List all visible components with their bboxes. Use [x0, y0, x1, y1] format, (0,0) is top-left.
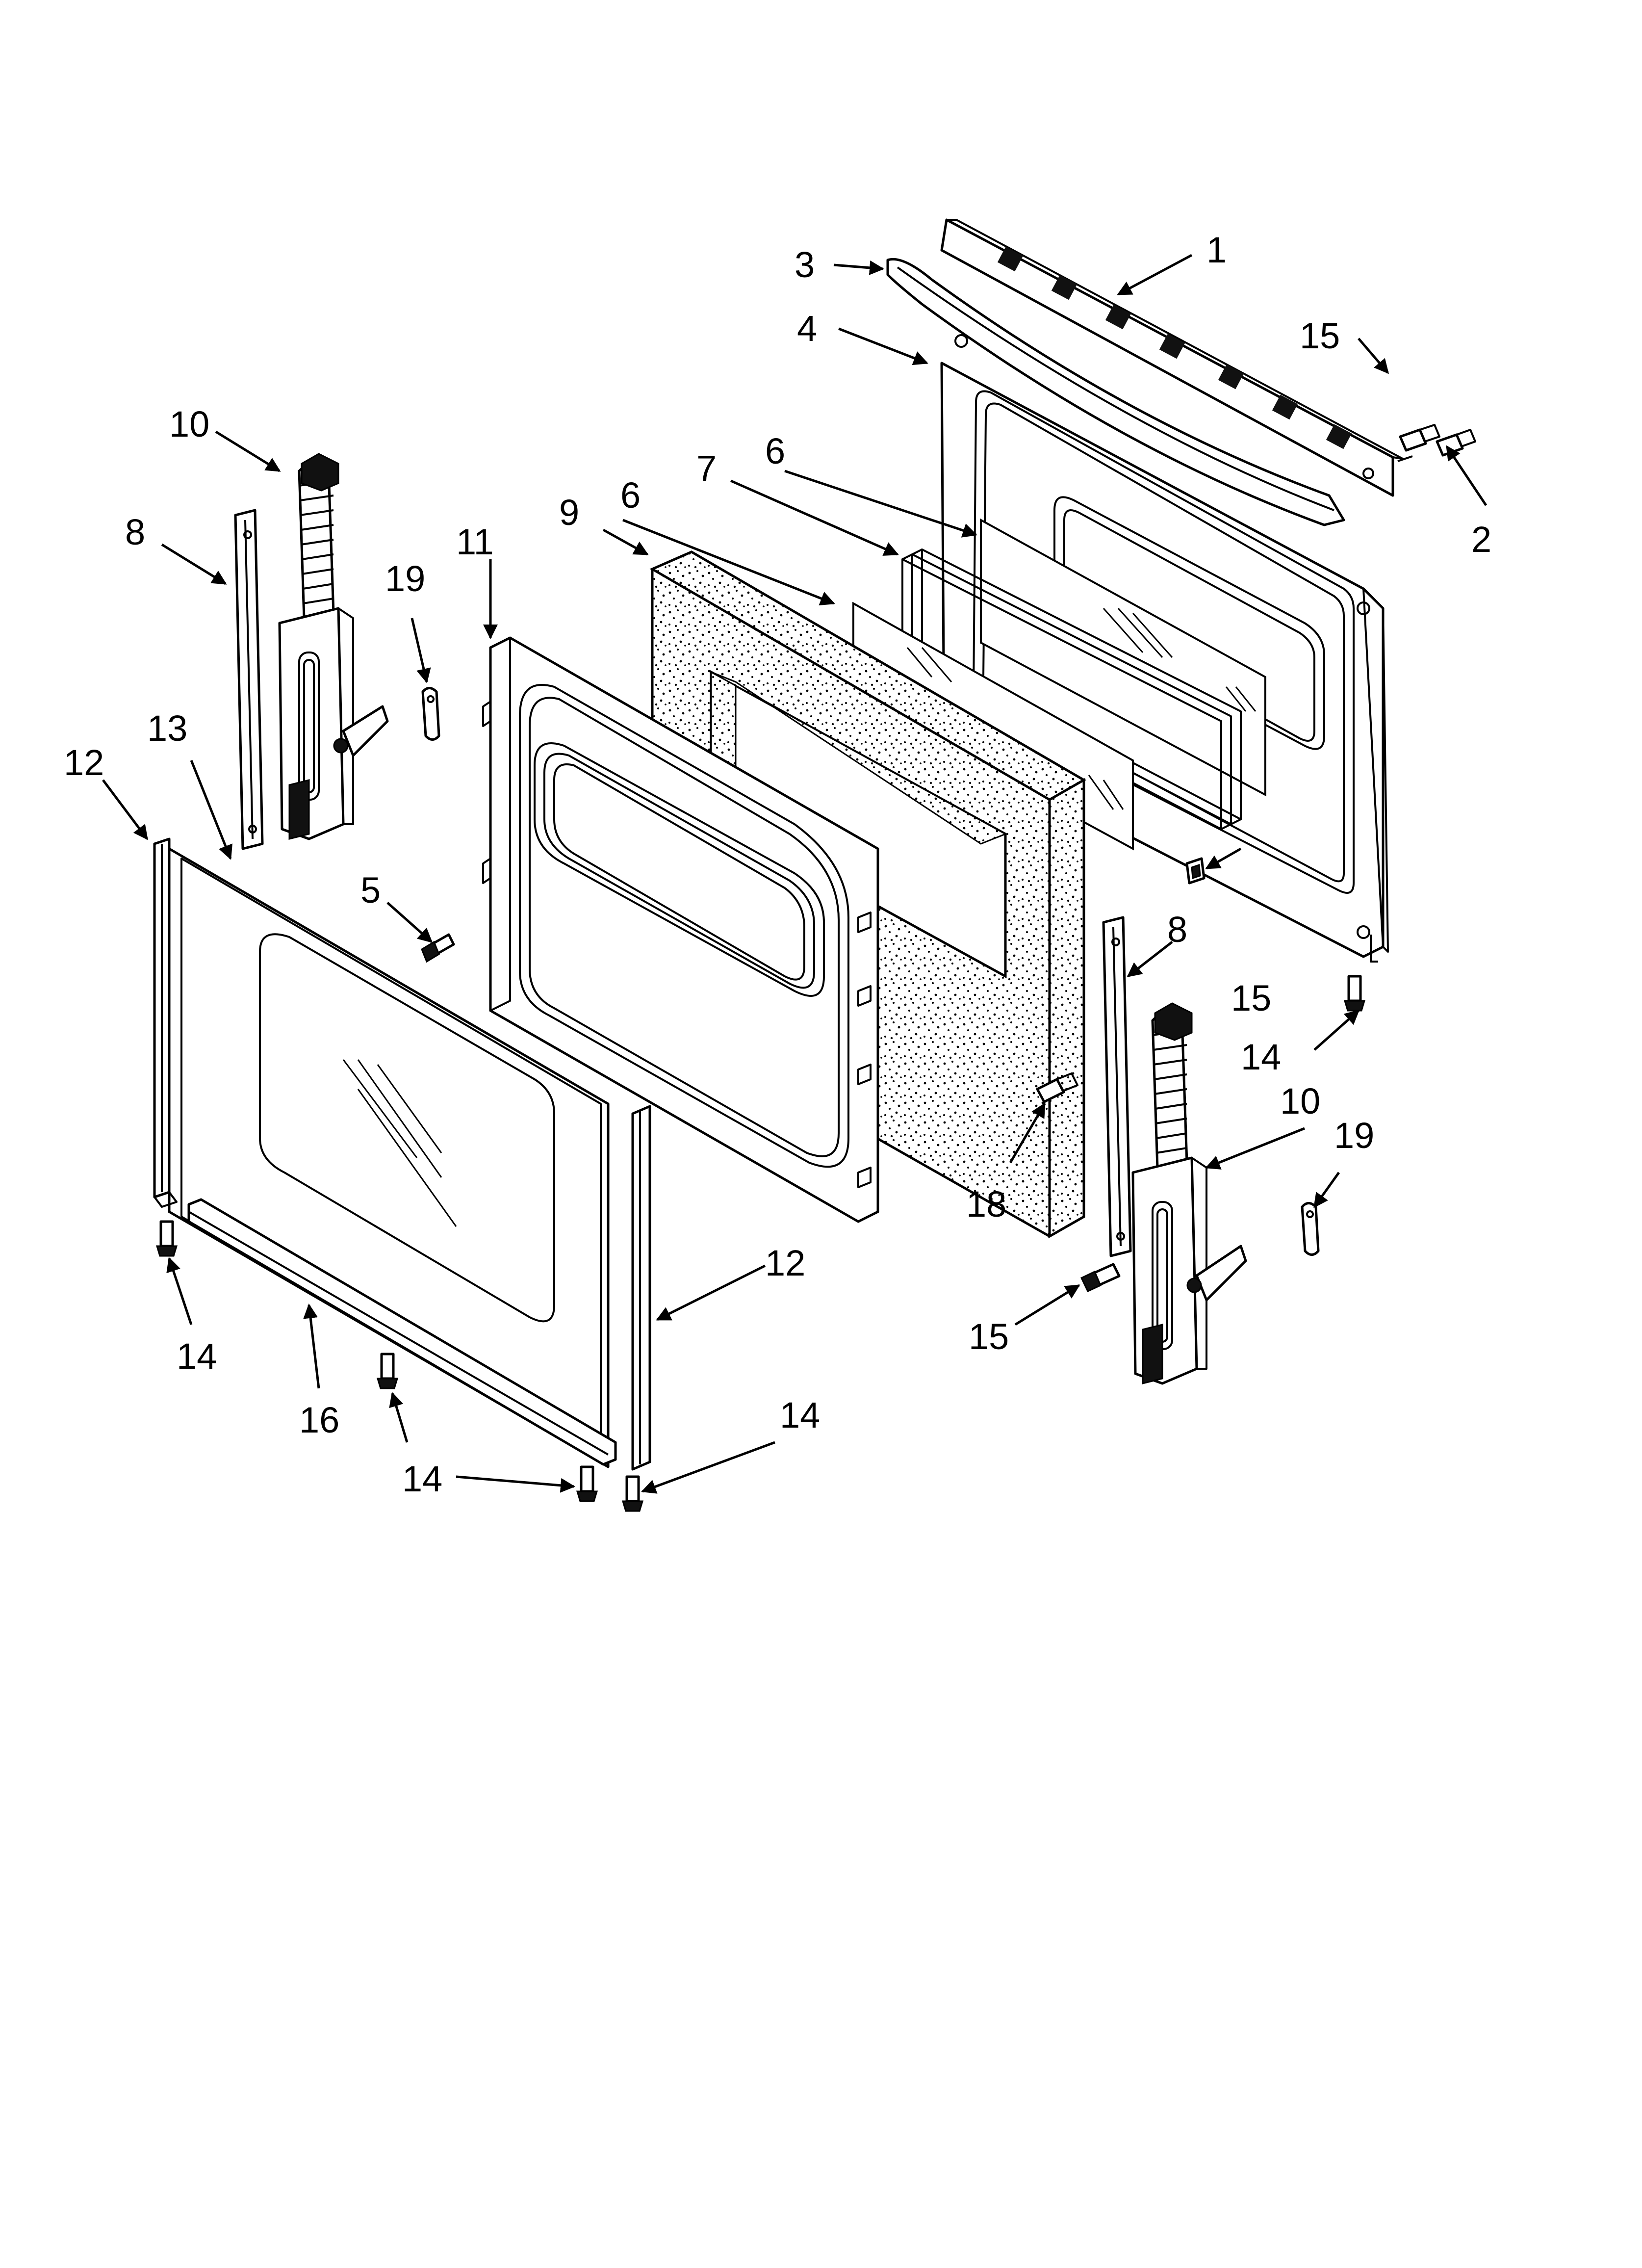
callout-15-low: 15	[969, 1316, 1009, 1357]
callout-12-right: 12	[765, 1243, 805, 1283]
callout-5: 5	[360, 870, 381, 911]
callout-6-rear: 6	[765, 431, 785, 471]
callout-14-left: 14	[177, 1336, 217, 1377]
callout-11: 11	[456, 521, 494, 562]
callout-12-left: 12	[64, 742, 104, 783]
callout-14-right: 14	[1241, 1037, 1281, 1077]
callout-8-right: 8	[1167, 909, 1187, 950]
vent-trim-part	[940, 218, 1404, 497]
window-frame-part	[901, 548, 1242, 830]
callout-7: 7	[696, 448, 717, 489]
clips-part	[421, 687, 1320, 1256]
callout-13: 13	[147, 708, 187, 749]
callout-18: 18	[966, 1184, 1006, 1225]
callout-15-mid: 15	[1231, 978, 1271, 1018]
callout-19-left: 19	[385, 558, 425, 599]
leader-lines	[102, 254, 1488, 1494]
door-handle-part	[886, 258, 1345, 526]
screws-part	[155, 933, 1366, 1512]
mid-clip-part	[1185, 857, 1206, 885]
right-side-strip-part	[631, 1105, 651, 1471]
callout-16: 16	[299, 1400, 339, 1440]
bottom-trim-part	[187, 1198, 617, 1466]
right-hinge-part	[1102, 916, 1247, 1385]
inner-door-liner-part	[482, 636, 879, 1223]
callout-4: 4	[797, 308, 817, 349]
callout-3: 3	[795, 244, 815, 285]
callout-9: 9	[559, 492, 579, 533]
left-hinge-part	[234, 453, 389, 850]
callout-8-left: 8	[125, 512, 145, 552]
callout-14-center: 14	[402, 1459, 442, 1499]
callout-1: 1	[1206, 230, 1227, 270]
callout-2: 2	[1471, 519, 1491, 560]
callout-10-left: 10	[169, 404, 209, 444]
rear-glass-part	[980, 518, 1266, 797]
callout-labels: 1 2 3 4 5 6 6 7 8 8 9 10 10 11 12 12 13 …	[64, 230, 1491, 1499]
callout-10-right: 10	[1280, 1081, 1320, 1121]
top-screws-part	[1397, 424, 1476, 462]
callout-6-front: 6	[620, 475, 641, 516]
callout-15-top: 15	[1300, 315, 1340, 356]
callout-14-bottom-right: 14	[780, 1395, 820, 1435]
left-side-strip-part	[153, 837, 178, 1208]
callout-19-right: 19	[1334, 1115, 1374, 1156]
